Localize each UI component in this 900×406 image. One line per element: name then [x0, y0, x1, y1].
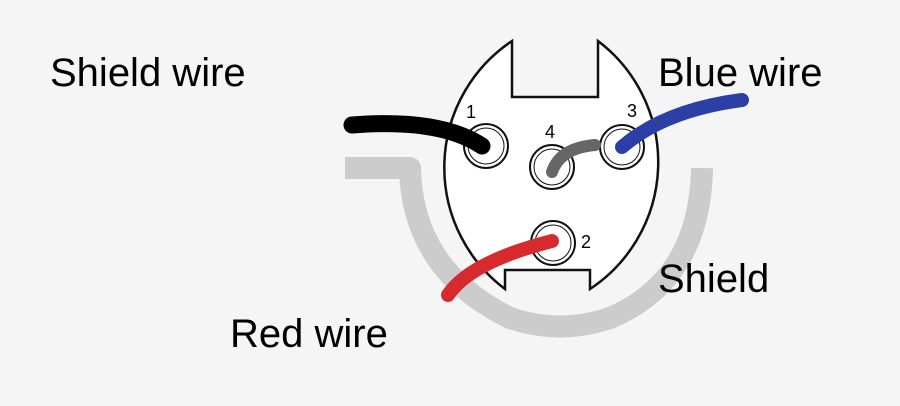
- pin-4-number: 4: [545, 122, 555, 142]
- shield-cable: [345, 157, 713, 338]
- blue-wire: [615, 93, 749, 154]
- shield-label: Shield: [658, 257, 769, 301]
- pin-3-number: 3: [627, 101, 637, 121]
- blue-wire-label: Blue wire: [658, 51, 823, 95]
- red-wire-label: Red wire: [230, 312, 388, 356]
- pin-1-number: 1: [466, 102, 476, 122]
- shield-wire-label: Shield wire: [50, 51, 246, 95]
- pin-4-wire: [546, 139, 601, 178]
- red-wire: [441, 234, 559, 302]
- pin-2-number: 2: [581, 232, 591, 252]
- shield-wire: [343, 115, 491, 155]
